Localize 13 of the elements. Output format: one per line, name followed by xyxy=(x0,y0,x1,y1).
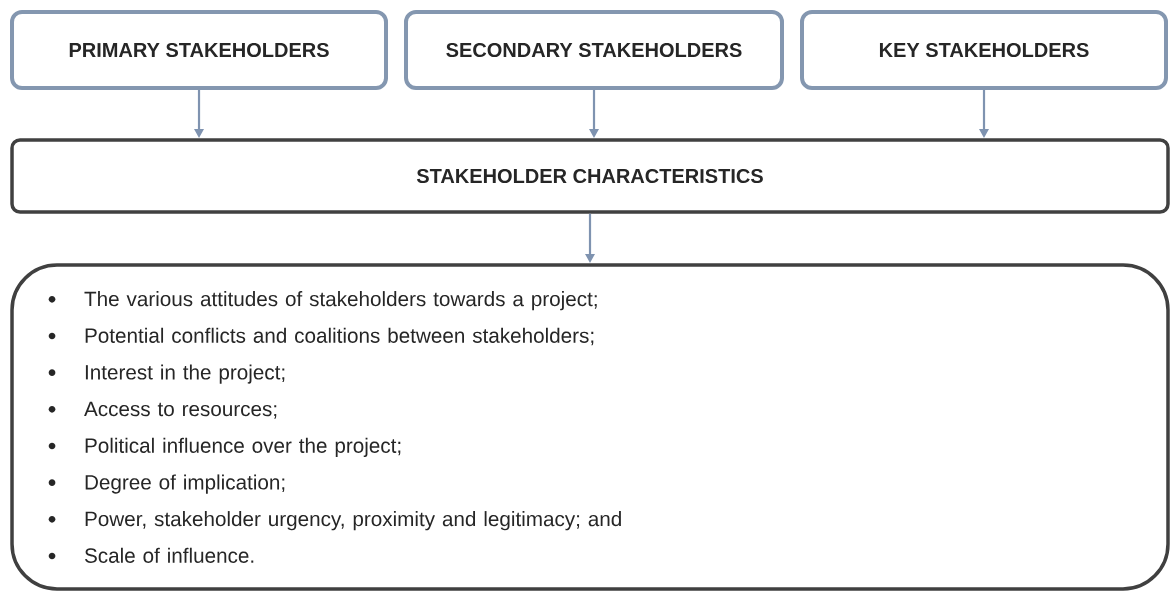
bullet-item: The various attitudes of stakeholders towards a project; xyxy=(84,291,597,311)
stakeholder-box: SECONDARY STAKEHOLDERS xyxy=(404,10,784,90)
stakeholder-box: PRIMARY STAKEHOLDERS xyxy=(10,10,388,90)
list-box xyxy=(10,263,1170,591)
bullet-item: Potential conflicts and coalitions between stakeholders; xyxy=(85,327,594,346)
bullet-item: Degree of implication; xyxy=(85,474,285,494)
stakeholder-box: KEY STAKEHOLDERS xyxy=(800,10,1168,90)
bullet-item: Scale of influence. xyxy=(84,547,254,563)
bullet-item: Power, stakeholder urgency, proximity and legitimacy; and xyxy=(85,511,621,531)
characteristics-box: STAKEHOLDER CHARACTERISTICS xyxy=(10,138,1170,214)
bullet-item: Political influence over the project; xyxy=(85,437,401,457)
bullet-item: Interest in the project; xyxy=(85,364,285,384)
bullet-item: Access to resources; xyxy=(84,401,277,419)
